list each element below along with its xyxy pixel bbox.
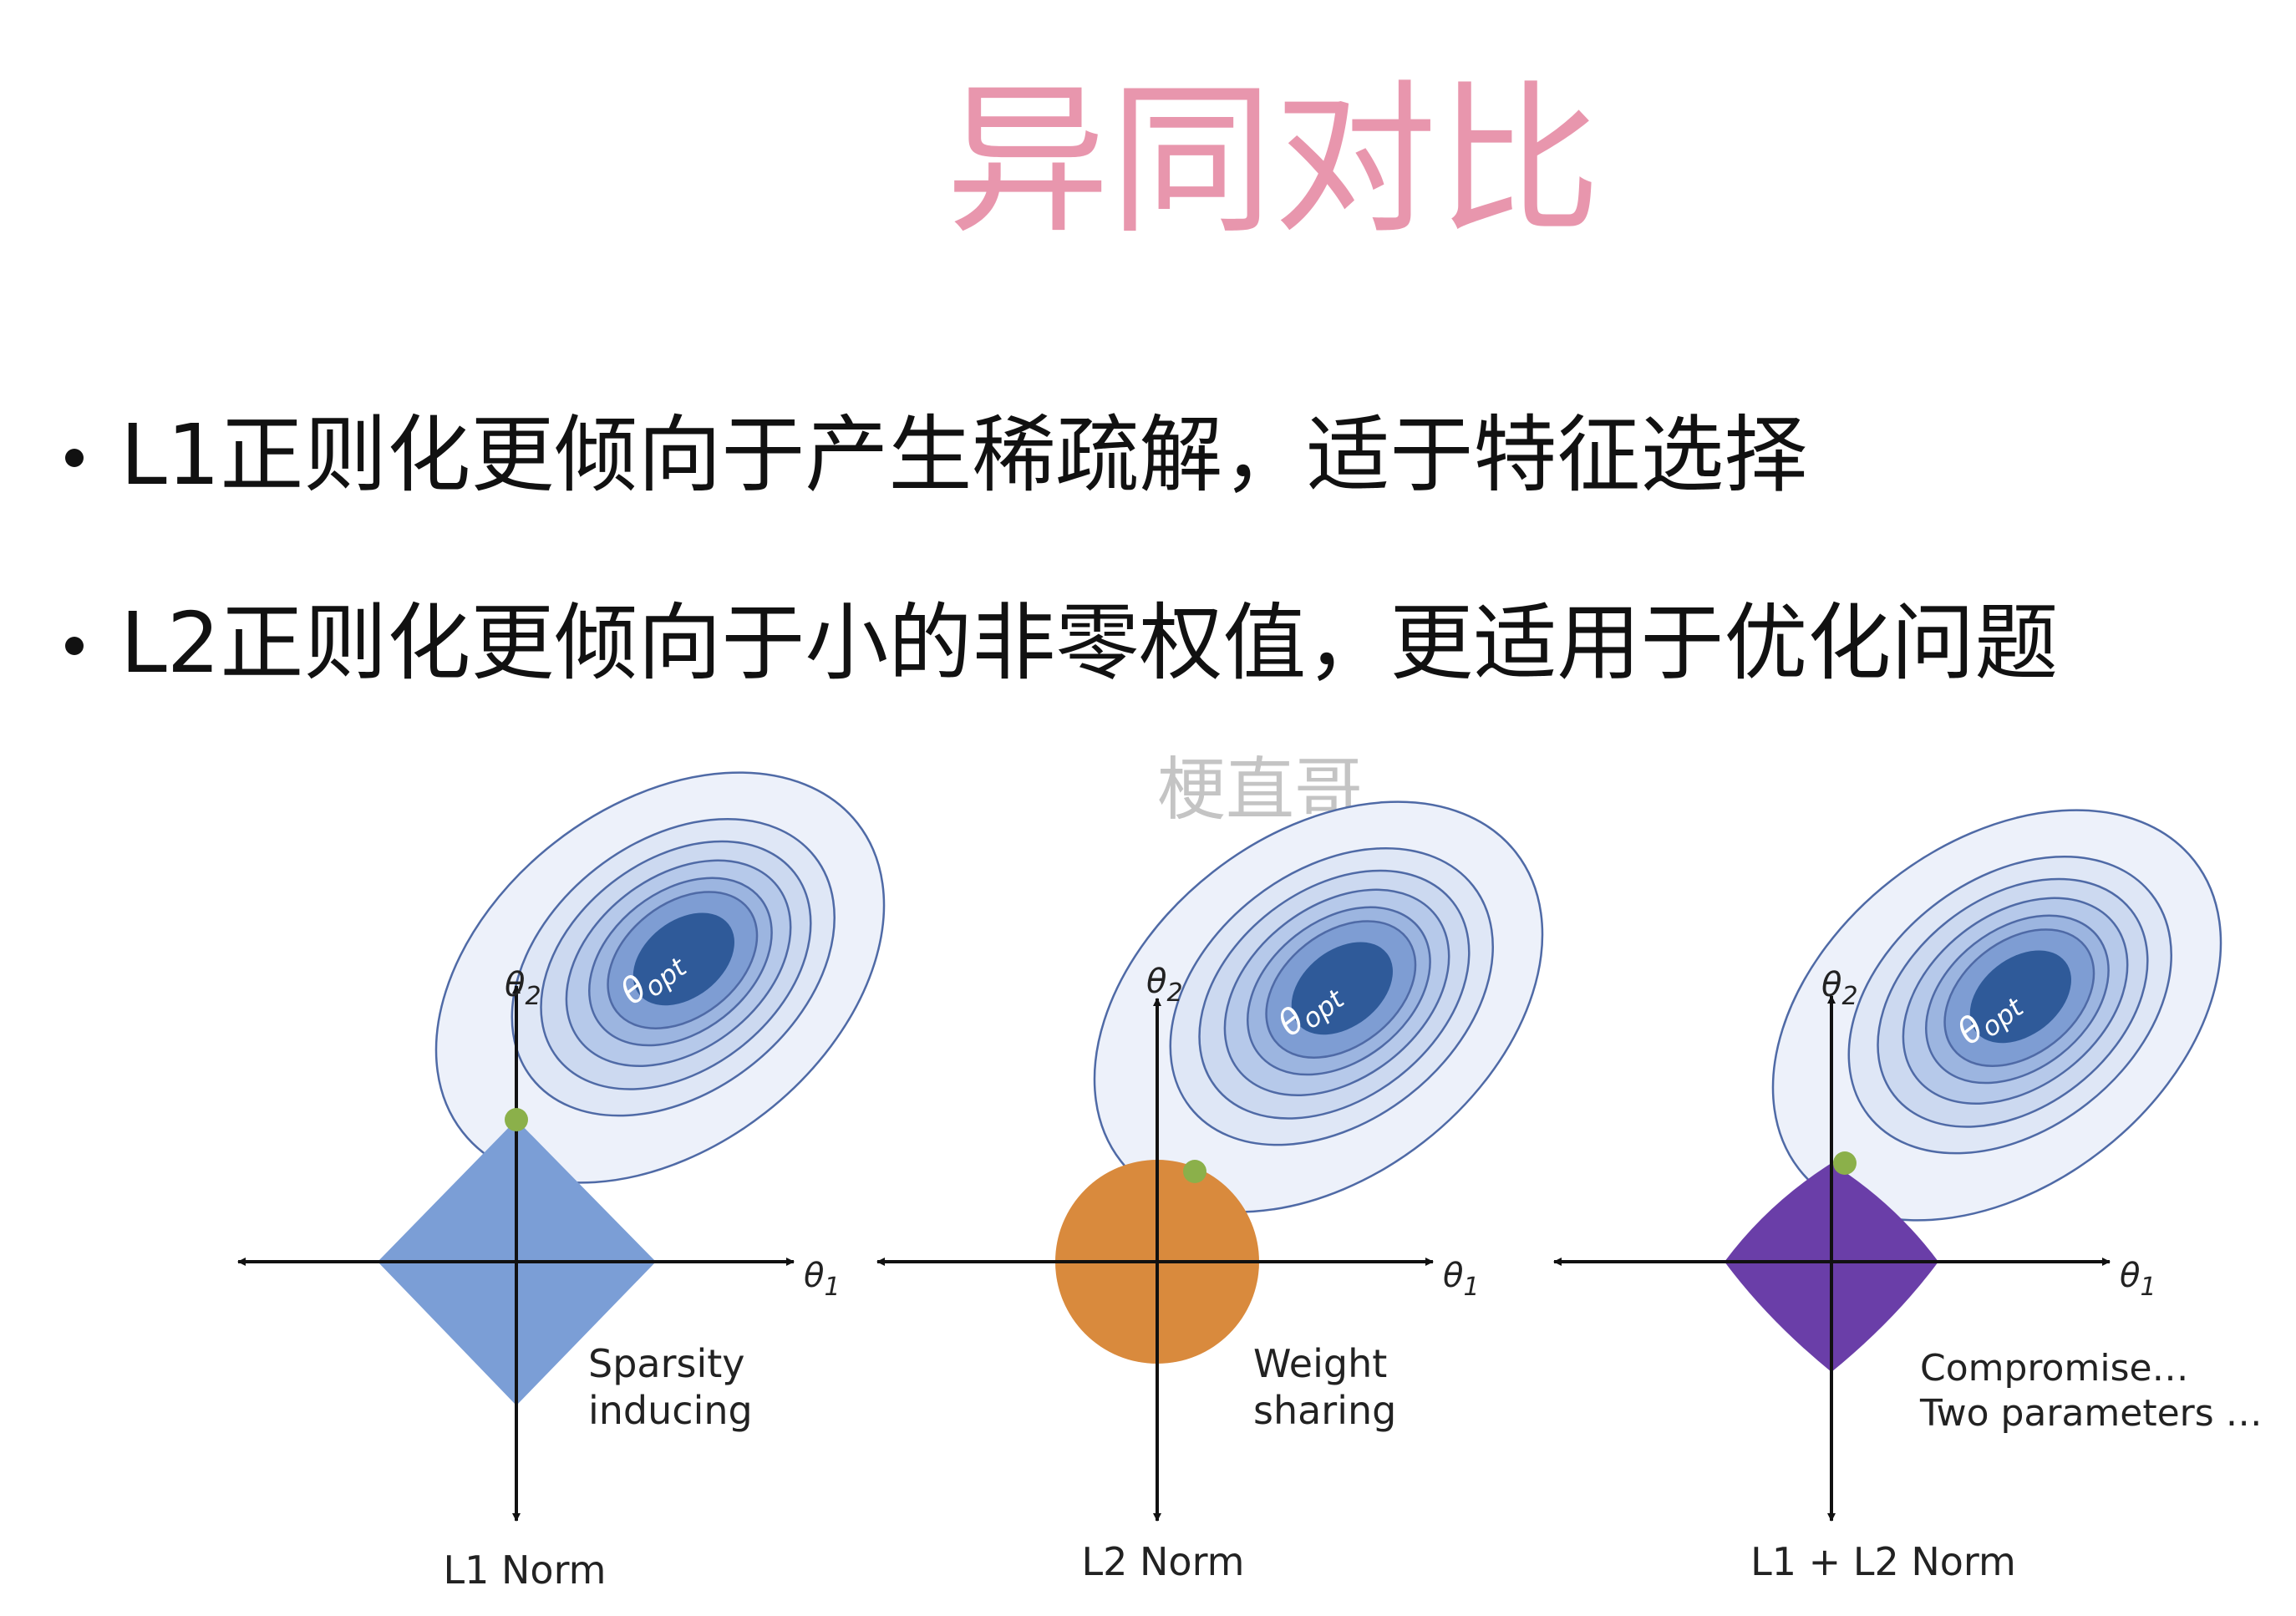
theta2-label: θ2 — [1146, 963, 1183, 1008]
solution-point — [505, 1108, 528, 1131]
note-line-2: Two parameters … — [1919, 1392, 2263, 1435]
solution-point — [1833, 1151, 1857, 1175]
bullet-dot — [65, 637, 84, 655]
note-line-1: Compromise… — [1920, 1347, 2189, 1390]
norm-label: L2 Norm — [1082, 1539, 1245, 1584]
bullet-dot — [65, 449, 84, 467]
note-line-2: inducing — [588, 1388, 753, 1433]
note-line-1: Weight — [1253, 1341, 1387, 1386]
bullet-l1-text: L1正则化更倾向于产生稀疏解，适于特征选择 — [120, 406, 1808, 504]
bullet-l1: L1正则化更倾向于产生稀疏解，适于特征选择 — [60, 414, 2058, 497]
theta2-label: θ2 — [505, 966, 541, 1011]
theta2-label: θ2 — [1821, 966, 1858, 1011]
diagram-l1: θopt θ2 θ1 Sparsity inducing L1 Norm — [237, 771, 886, 1593]
norm-label: L1 Norm — [444, 1547, 607, 1593]
diagram-l2: θopt θ2 θ1 Weight sharing L2 Norm — [876, 800, 1544, 1584]
note-line-1: Sparsity — [588, 1341, 745, 1386]
loss-contours — [434, 771, 886, 1184]
bullet-list: L1正则化更倾向于产生稀疏解，适于特征选择 L2正则化更倾向于小的非零权值，更适… — [60, 414, 2058, 685]
bullet-l2: L2正则化更倾向于小的非零权值，更适用于优化问题 — [60, 602, 2058, 685]
solution-point — [1183, 1160, 1206, 1183]
slide-title: 异同对比 — [945, 66, 1601, 257]
note-line-2: sharing — [1253, 1388, 1396, 1433]
loss-contours — [1093, 800, 1544, 1213]
theta1-label: θ1 — [1443, 1257, 1480, 1302]
loss-contours — [1771, 809, 2222, 1222]
norm-label: L1 + L2 Norm — [1750, 1539, 2016, 1584]
diagram-elastic: θopt θ2 θ1 Compromise… Two parameters … … — [1553, 809, 2263, 1584]
theta1-label: θ1 — [2120, 1257, 2156, 1302]
theta1-label: θ1 — [804, 1257, 841, 1302]
bullet-l2-text: L2正则化更倾向于小的非零权值，更适用于优化问题 — [120, 594, 2059, 692]
